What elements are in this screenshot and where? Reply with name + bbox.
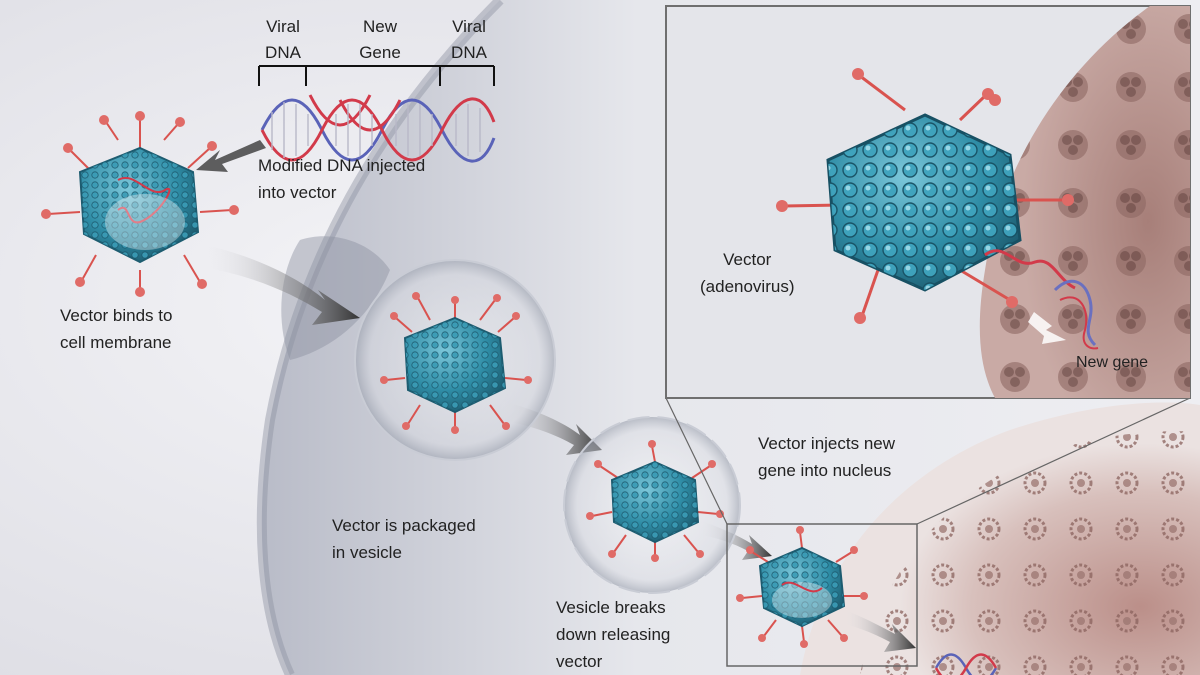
arrow-into-nucleus xyxy=(845,610,916,652)
label-new-gene-inset: New gene xyxy=(1076,354,1149,371)
label-modified-dna: Modified DNA injected into vector xyxy=(258,156,426,202)
vector-particle-2 xyxy=(380,292,532,434)
dna-segment-bracket xyxy=(258,65,495,86)
modified-dna-strand xyxy=(260,94,496,163)
zoom-box xyxy=(726,523,918,667)
label-new-gene-header: New Gene xyxy=(359,17,401,62)
cell-membrane-edge xyxy=(256,0,504,675)
arrow-dna-to-vector xyxy=(196,140,266,172)
inset-panel xyxy=(665,5,1191,399)
label-viral-dna-left: Viral DNA xyxy=(265,17,301,62)
gene-entering-nucleus xyxy=(934,653,998,675)
zoom-line-right xyxy=(916,397,1191,525)
label-vector-binds: Vector binds to cell membrane xyxy=(60,306,173,352)
vector-particle-3 xyxy=(586,440,724,562)
nuclear-pores xyxy=(860,431,1200,675)
vector-particle-1 xyxy=(41,111,239,297)
label-vesicle-breaks: Vesicle breaks down releasing vector xyxy=(556,598,671,671)
label-vector-packaged: Vector is packaged in vesicle xyxy=(332,516,476,562)
arrow-to-membrane xyxy=(205,245,360,325)
label-viral-dna-right: Viral DNA xyxy=(451,17,487,62)
membrane-invagination xyxy=(281,236,390,360)
vector-particle-4 xyxy=(736,526,868,648)
label-vector-injects: Vector injects new gene into nucleus xyxy=(758,434,896,480)
zoom-line-left xyxy=(665,397,728,525)
label-vector-adenovirus: Vector (adenovirus) xyxy=(700,250,795,296)
